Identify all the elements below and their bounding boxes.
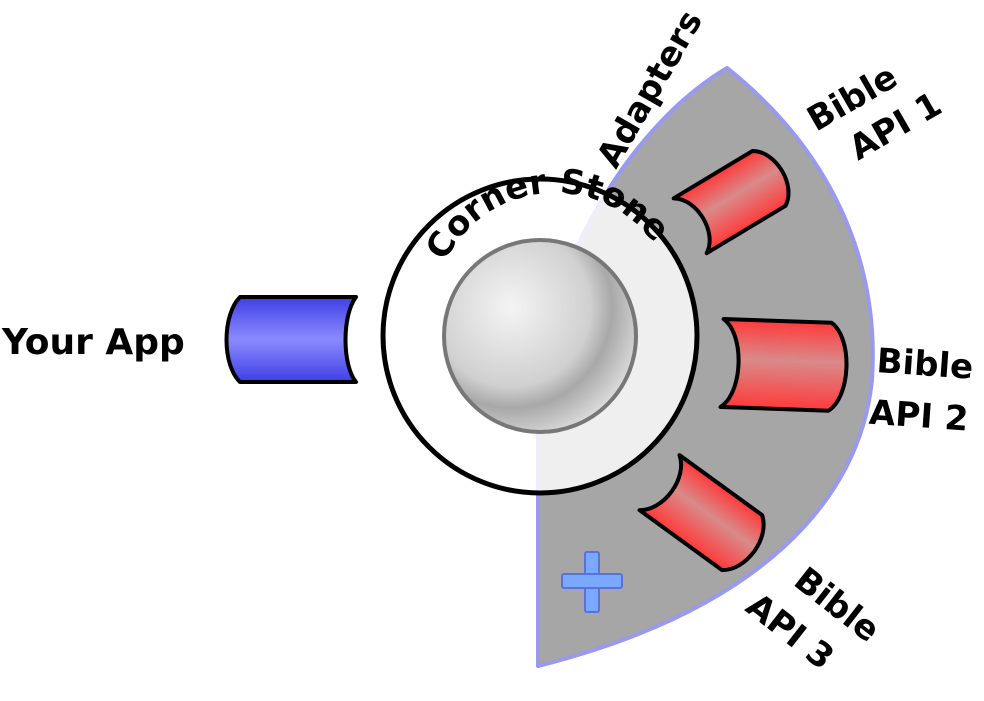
your-app-block (224, 295, 358, 384)
svg-text:API 2: API 2 (868, 393, 970, 440)
api-1-adapter (671, 148, 791, 256)
cornerstone-core (442, 238, 638, 434)
svg-text:Bible: Bible (875, 341, 974, 388)
api-2-label: Bible API 2 (868, 341, 975, 440)
api-2-adapter (718, 317, 849, 413)
plus-icon[interactable] (561, 551, 623, 613)
your-app-label: Your App (1, 322, 185, 363)
api-3-adapter (637, 453, 766, 573)
api-1-label: Bible API 1 (801, 57, 949, 169)
